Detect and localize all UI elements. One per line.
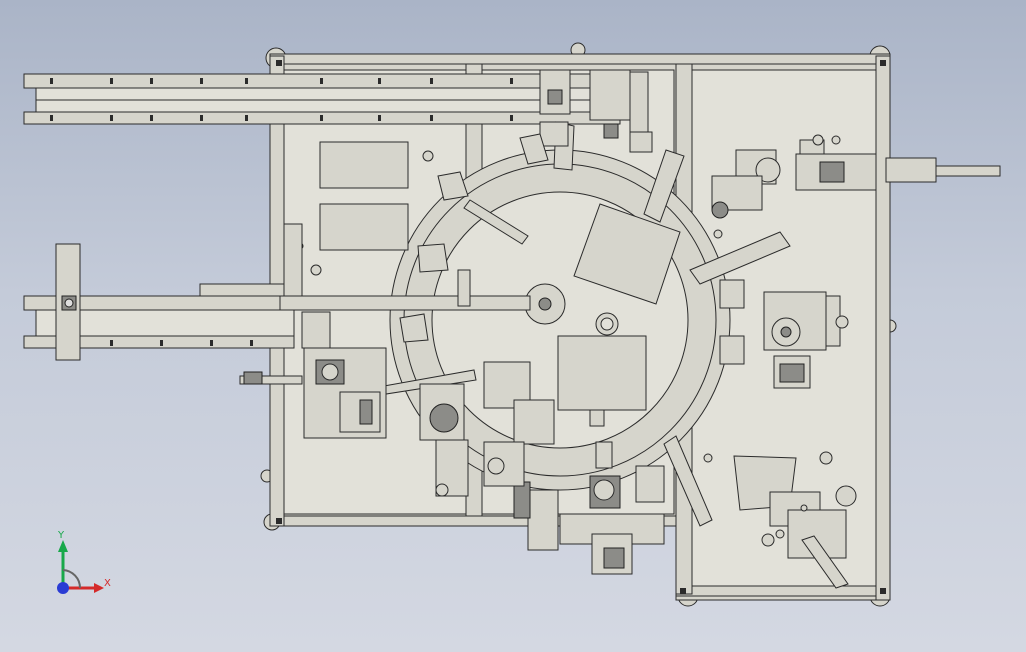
bottom-station[interactable] [513,465,665,575]
axis-label-x: X [104,578,111,589]
top-conveyor[interactable] [23,73,621,125]
middle-conveyor[interactable] [23,243,525,361]
center-plates [319,141,681,469]
left-bottom-station[interactable] [239,311,387,439]
left-middle-arms [399,171,471,343]
frame-holes [310,134,841,539]
right-middle-station[interactable] [689,231,849,389]
right-top-station[interactable] [711,139,1001,219]
right-bottom-station[interactable] [733,451,857,589]
coordinate-triad [57,540,104,594]
axis-label-y: Y [58,530,65,541]
top-station[interactable] [519,69,653,165]
center-bottom-station[interactable] [419,361,555,497]
